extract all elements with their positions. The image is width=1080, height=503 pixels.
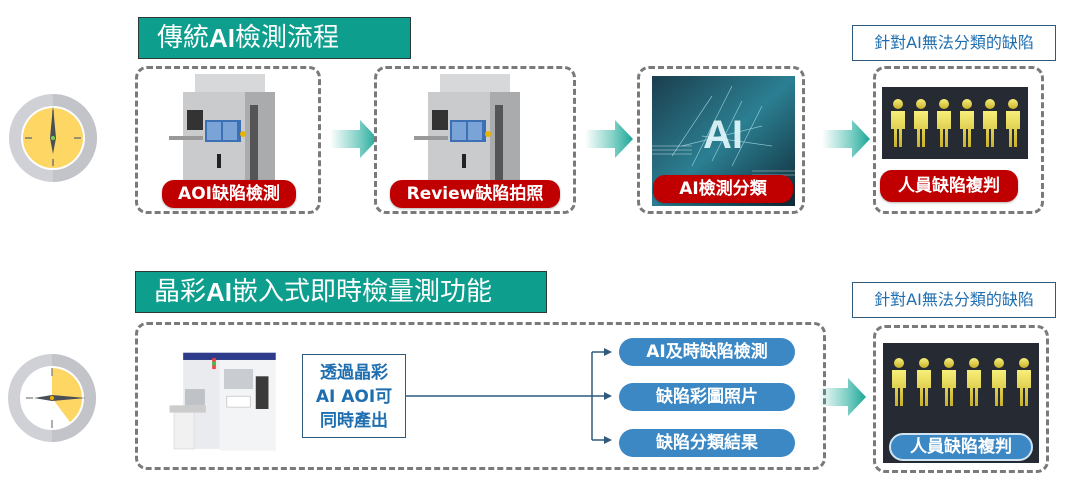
output-ai-realtime-detection: AI及時缺陷檢測: [619, 338, 795, 366]
people-group-icon: [882, 87, 1028, 159]
step-label-human-review: 人員缺陷複判: [880, 170, 1018, 202]
source-line: 同時產出: [320, 411, 388, 431]
svg-text:AI: AI: [703, 113, 743, 157]
step-label-review: Review缺陷拍照: [390, 180, 560, 208]
source-description-box: 透過晶彩 AI AOI可 同時產出: [302, 354, 406, 438]
output-defect-classification: 缺陷分類結果: [619, 429, 795, 457]
clock-icon-partial: [8, 354, 96, 442]
source-line: AI AOI可: [315, 387, 393, 407]
step-label-aoi: AOI缺陷檢測: [162, 180, 296, 208]
output-defect-color-photo: 缺陷彩圖照片: [619, 383, 795, 411]
embedded-title-bold: AI: [206, 277, 233, 307]
arrow-right-icon: [585, 120, 633, 158]
arrow-right-icon: [822, 120, 870, 158]
embedded-title-prefix: 晶彩: [154, 277, 207, 307]
branch-connector: [406, 348, 612, 444]
traditional-title-prefix: 傳統: [157, 23, 210, 53]
ai-unclassified-note: 針對AI無法分類的缺陷: [852, 282, 1056, 318]
arrow-right-icon: [818, 378, 866, 416]
step-label-ai: AI檢測分類: [653, 175, 793, 203]
embedded-title-suffix: 嵌入式即時檢量測功能: [232, 277, 493, 307]
traditional-title-bold: AI: [209, 23, 236, 53]
ai-unclassified-note: 針對AI無法分類的缺陷: [852, 25, 1056, 61]
human-review-label: 人員缺陷複判: [889, 433, 1033, 461]
arrow-right-icon: [330, 120, 378, 158]
clock-icon-full: [9, 94, 97, 182]
source-line: 透過晶彩: [320, 363, 388, 383]
traditional-title-suffix: 檢測流程: [235, 23, 340, 53]
aoi-machine-image: [169, 352, 277, 452]
